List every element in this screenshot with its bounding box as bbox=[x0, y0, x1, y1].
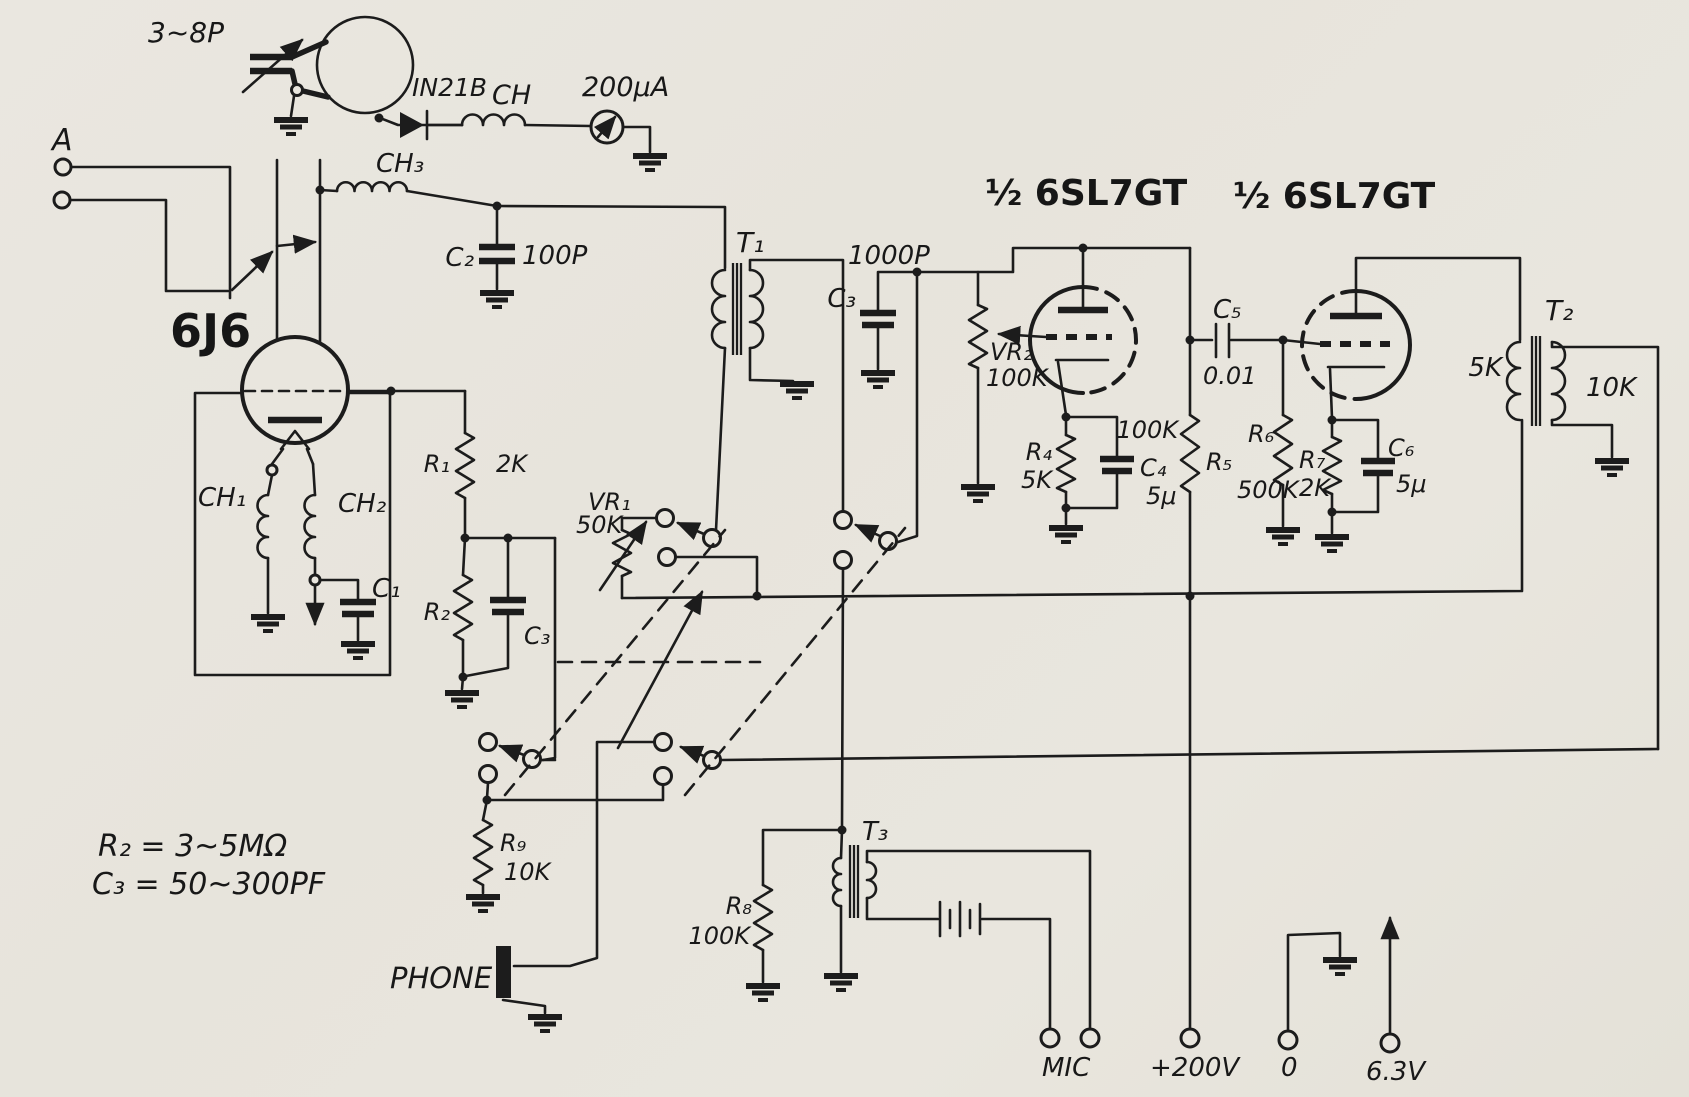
transformer-t2 bbox=[1505, 336, 1660, 751]
label-trimmer: 3~8P bbox=[148, 16, 224, 49]
label-heater: 6.3V bbox=[1366, 1057, 1427, 1087]
label-tube2: ½ 6SL7GT bbox=[1233, 176, 1436, 217]
label-t3: T₃ bbox=[862, 817, 888, 847]
amp-stage-2 bbox=[1188, 256, 1522, 551]
label-ch2: CH₂ bbox=[338, 489, 386, 519]
label-c1: C₁ bbox=[372, 574, 401, 604]
trimmer-arrow-icon bbox=[241, 38, 304, 94]
gang-rotate-arrow-icon bbox=[616, 590, 704, 750]
label-c5-value: 0.01 bbox=[1203, 362, 1256, 390]
label-vr2-value: 100K bbox=[986, 364, 1050, 392]
sliding-tap-icon bbox=[275, 234, 318, 254]
label-c3a: C₃ bbox=[827, 284, 856, 314]
label-zero: 0 bbox=[1281, 1053, 1298, 1083]
label-vr1-value: 50K bbox=[576, 511, 625, 539]
label-r8-value: 100K bbox=[688, 922, 752, 950]
antenna-feeder bbox=[52, 157, 274, 300]
label-antenna: A bbox=[50, 123, 73, 158]
label-tube1: ½ 6SL7GT bbox=[985, 173, 1188, 214]
label-r6: R₆ bbox=[1248, 420, 1275, 448]
label-t2-primary: 5K bbox=[1468, 353, 1504, 383]
gang-link-icon bbox=[683, 526, 907, 797]
resistor-r4-icon bbox=[1055, 433, 1077, 494]
note-r2-range: R₂ = 3~5MΩ bbox=[98, 829, 287, 864]
resistor-r8-icon bbox=[752, 883, 774, 952]
feeder-tap-arrow-icon bbox=[230, 250, 274, 292]
label-r6-value: 500K bbox=[1237, 476, 1301, 504]
power-terminals bbox=[1039, 596, 1401, 1054]
label-c2: C₂ bbox=[445, 243, 474, 273]
cathode-icon bbox=[279, 429, 311, 451]
vr1-and-bplus-bus bbox=[598, 418, 1524, 601]
resistor-r7-icon bbox=[1321, 435, 1343, 496]
label-r5-value: 100K bbox=[1116, 416, 1180, 444]
label-phone: PHONE bbox=[390, 961, 493, 995]
label-meter: 200μA bbox=[582, 72, 669, 103]
label-c5: C₅ bbox=[1213, 295, 1242, 325]
ch3-coil-icon bbox=[335, 180, 409, 193]
label-r1: R₁ bbox=[424, 450, 450, 478]
resistor-r9-icon bbox=[472, 818, 494, 887]
label-6j6: 6J6 bbox=[170, 304, 251, 358]
ch1-coil-icon bbox=[256, 493, 270, 560]
label-r7-value: 2K bbox=[1299, 474, 1332, 502]
detector-6j6 bbox=[193, 335, 392, 677]
wavemeter-detector-chain bbox=[374, 109, 668, 170]
label-r8: R₈ bbox=[726, 892, 753, 920]
label-r4-value: 5K bbox=[1021, 466, 1054, 494]
label-t1: T₁ bbox=[736, 226, 764, 259]
vr2-pot-icon bbox=[967, 303, 989, 370]
label-ch3: CH₃ bbox=[376, 149, 424, 179]
label-c3b: C₃ bbox=[524, 622, 550, 650]
label-t2-secondary: 10K bbox=[1586, 373, 1638, 403]
label-c3a-value: 1000P bbox=[848, 241, 930, 271]
label-c6-value: 5μ bbox=[1396, 470, 1427, 498]
label-c4-value: 5μ bbox=[1146, 482, 1177, 510]
label-t2: T₂ bbox=[1545, 294, 1573, 327]
label-c4: C₄ bbox=[1140, 454, 1167, 482]
label-r4: R₄ bbox=[1026, 438, 1053, 466]
r9-phone-output bbox=[466, 798, 562, 1031]
wavemeter-lamp-loop bbox=[241, 15, 415, 134]
transformer-t1 bbox=[710, 258, 845, 532]
resistor-r1-icon bbox=[454, 431, 476, 500]
label-r9-value: 10K bbox=[504, 858, 553, 886]
label-vr1: VR₁ bbox=[588, 488, 631, 516]
label-choke-ch: CH bbox=[492, 80, 531, 111]
note-c3-range: C₃ = 50~300PF bbox=[92, 867, 326, 902]
label-c6: C₆ bbox=[1388, 434, 1415, 462]
diode-icon bbox=[400, 112, 424, 138]
label-r1-value: 2K bbox=[496, 450, 529, 478]
resistor-r6-icon bbox=[1272, 413, 1294, 487]
amp-stage-1 bbox=[860, 243, 1201, 600]
mic-input-t3 bbox=[746, 825, 1092, 1031]
label-r2: R₂ bbox=[424, 598, 451, 626]
label-c2-value: 100P bbox=[522, 241, 588, 271]
label-ch1: CH₁ bbox=[198, 483, 246, 513]
label-r5: R₅ bbox=[1206, 448, 1232, 476]
label-mic: MIC bbox=[1042, 1053, 1091, 1083]
label-diode: IN21B bbox=[412, 73, 487, 102]
phone-jack-icon bbox=[496, 946, 511, 998]
label-vr2: VR₂ bbox=[990, 338, 1033, 366]
resistor-r5-icon bbox=[1179, 413, 1201, 494]
label-plus200v: +200V bbox=[1150, 1053, 1241, 1083]
selector-switch bbox=[478, 270, 919, 968]
label-r9: R₉ bbox=[500, 829, 527, 857]
choke-ch-coil-icon bbox=[460, 113, 527, 127]
label-r7: R₇ bbox=[1299, 446, 1326, 474]
ch3-c2-network bbox=[315, 180, 727, 307]
ch2-coil-icon bbox=[303, 493, 317, 560]
resistor-r2-icon bbox=[452, 573, 474, 642]
